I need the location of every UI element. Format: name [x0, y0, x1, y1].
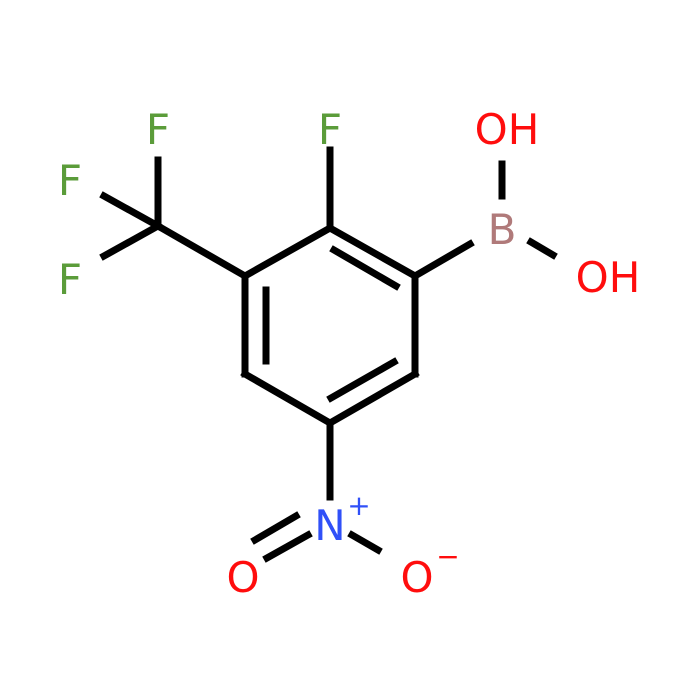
- atom-f-cf3-bottom: F: [58, 255, 82, 304]
- atom-boron: B: [488, 205, 517, 254]
- charge-oxygen-minus: −: [436, 540, 459, 573]
- ring-bond-c6-c1: [240, 223, 335, 281]
- atom-f-cf3-left: F: [58, 156, 82, 205]
- bond-cf3-f-left: [99, 191, 163, 231]
- bond-n-o-right: [347, 530, 383, 555]
- ring-bond-c3-c4: [325, 369, 420, 428]
- ring-bond-c4-c5: [240, 369, 335, 428]
- bond-cf3-f-bottom: [99, 221, 163, 261]
- bond-n-o-left-b: [250, 511, 301, 545]
- atom-nitrogen: N: [314, 501, 345, 550]
- bond-boron-oh-lower: [526, 237, 558, 260]
- bond-ring-cf3: [153, 221, 250, 281]
- charge-nitrogen-plus: +: [347, 489, 370, 522]
- bond-ring-boron: [410, 239, 475, 281]
- atom-oh-upper: OH: [475, 105, 540, 154]
- bond-n-o-left-a: [262, 530, 313, 563]
- atom-f-cf3-top: F: [146, 105, 170, 154]
- ring-bond-c1-c2: [325, 223, 420, 281]
- ring-inner-double-2: [326, 357, 399, 403]
- atom-f-ring: F: [318, 105, 342, 154]
- atom-oh-lower: OH: [576, 253, 641, 302]
- ring-inner-double-1: [329, 245, 401, 291]
- atom-oxygen-left: O: [226, 553, 259, 602]
- atom-oxygen-right: O: [400, 553, 433, 602]
